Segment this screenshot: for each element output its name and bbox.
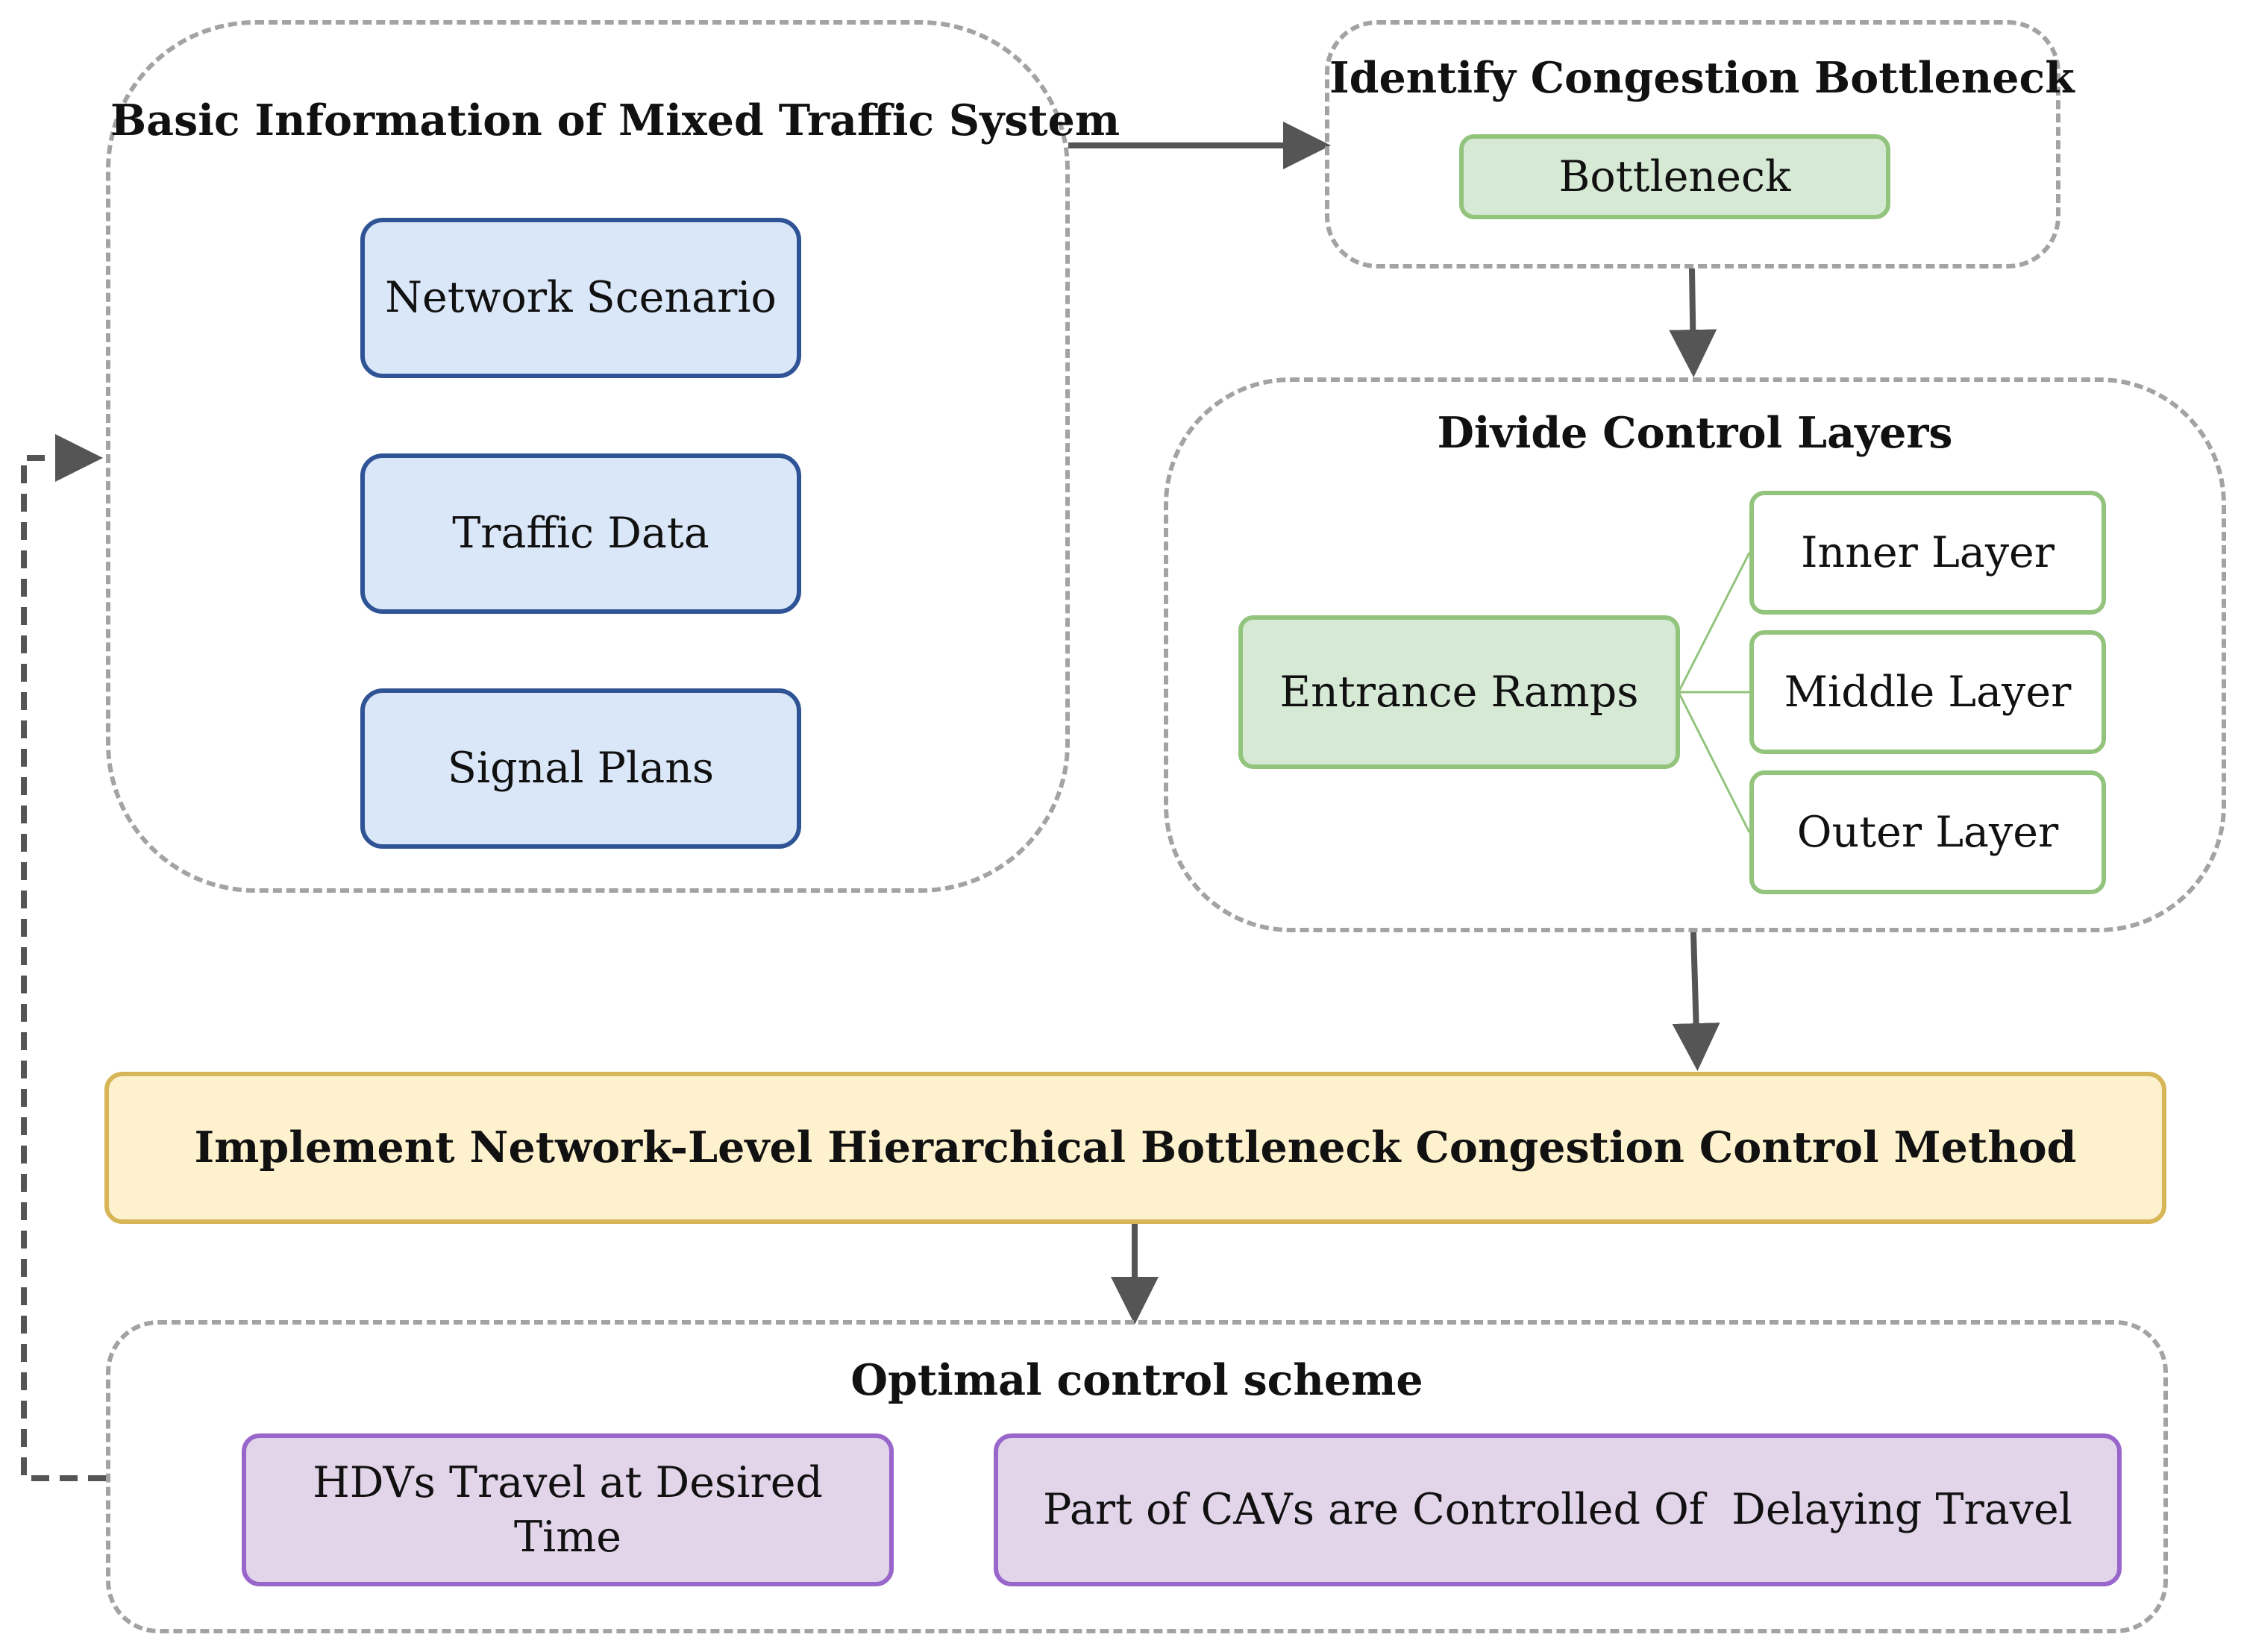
traffic-data-box: Traffic Data xyxy=(360,453,801,614)
feedback-arrow xyxy=(21,434,106,1481)
identify-bottleneck-title: Identify Congestion Bottleneck xyxy=(1329,53,2075,103)
divide-control-layers-group: Divide Control Layers xyxy=(1164,377,2226,932)
hdvs-travel-box: HDVs Travel at Desired Time xyxy=(242,1433,894,1586)
signal-plans-box: Signal Plans xyxy=(360,688,801,849)
branch-line-inner xyxy=(1677,552,1751,693)
middle-layer-box: Middle Layer xyxy=(1749,630,2106,754)
arrow-divide-to-implement xyxy=(1672,932,1720,1071)
network-scenario-box: Network Scenario xyxy=(360,218,801,378)
bottleneck-box: Bottleneck xyxy=(1459,134,1890,219)
basic-information-title: Basic Information of Mixed Traffic Syste… xyxy=(110,95,1120,145)
arrow-identify-to-divide xyxy=(1669,268,1717,377)
basic-information-group: Basic Information of Mixed Traffic Syste… xyxy=(106,20,1120,893)
outer-layer-box: Outer Layer xyxy=(1749,770,2106,894)
branch-line-outer xyxy=(1677,691,1751,833)
divide-control-layers-title: Divide Control Layers xyxy=(1437,408,1953,458)
cavs-controlled-box: Part of CAVs are Controlled Of Delaying … xyxy=(994,1433,2122,1586)
optimal-control-scheme-group: Optimal control scheme xyxy=(106,1320,2168,1633)
entrance-ramps-box: Entrance Ramps xyxy=(1238,615,1680,769)
optimal-control-scheme-title: Optimal control scheme xyxy=(850,1355,1423,1405)
identify-bottleneck-group: Identify Congestion Bottleneck xyxy=(1325,20,2075,268)
implement-method-box: Implement Network-Level Hierarchical Bot… xyxy=(104,1072,2166,1224)
inner-layer-box: Inner Layer xyxy=(1749,491,2106,615)
